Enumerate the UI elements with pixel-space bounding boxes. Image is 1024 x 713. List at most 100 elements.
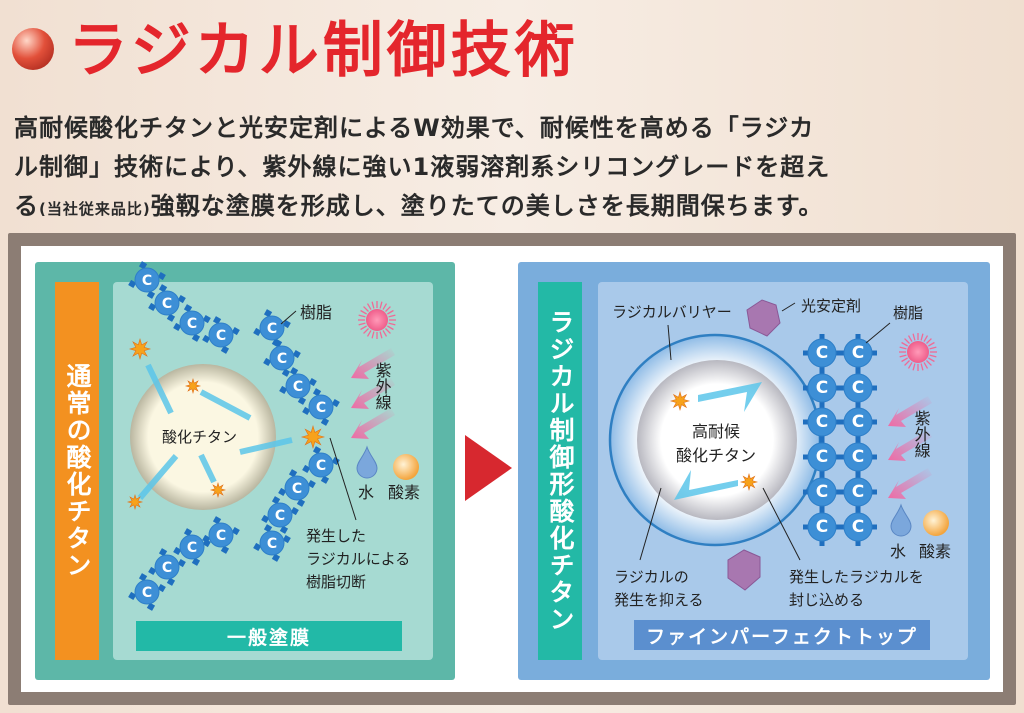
radical-spark-icon: [669, 390, 691, 412]
water-label: 水: [358, 483, 375, 502]
radical-spark-icon: [300, 424, 326, 450]
carbon-atom-icon: C: [128, 573, 166, 611]
carbon-atom-icon: C: [302, 446, 340, 484]
barrier-label: ラジカルバリヤー: [612, 303, 732, 321]
sun-uv-icon: [899, 333, 937, 371]
uv-label-right: 紫外線: [911, 410, 931, 458]
carbon-symbol: C: [292, 481, 302, 497]
carbon-symbol: C: [816, 447, 828, 467]
comparison-arrow-icon: [465, 435, 512, 501]
carbon-atom-icon: C: [803, 403, 841, 441]
right-caption-right: 発生したラジカルを封じ込める: [789, 566, 924, 612]
carbon-atom-icon: C: [803, 438, 841, 476]
uv-arrow-icon: [888, 396, 932, 427]
carbon-symbol: C: [852, 378, 864, 398]
carbon-symbol: C: [216, 528, 226, 544]
carbon-symbol: C: [852, 517, 864, 537]
resin-label-right: 樹脂: [893, 304, 924, 322]
carbon-symbol: C: [816, 343, 828, 363]
carbon-atom-icon: C: [839, 403, 877, 441]
stabilizer-label: 光安定剤: [801, 297, 862, 315]
left-bottom-label: 一般塗膜: [136, 621, 402, 651]
carbon-symbol: C: [816, 412, 828, 432]
carbon-symbol: C: [187, 540, 197, 556]
caption-line: ラジカルの: [614, 568, 689, 586]
carbon-symbol: C: [277, 351, 287, 367]
radical-spark-icon: [126, 493, 144, 511]
intro-line-2: ル制御」技術により、紫外線に強い1液弱溶剤系シリコングレードを超え: [14, 153, 831, 181]
carbon-atom-icon: C: [803, 473, 841, 511]
carbon-atom-icon: C: [148, 548, 186, 586]
particle-label: 酸化チタン: [162, 428, 238, 446]
carbon-symbol: C: [293, 379, 303, 395]
red-sphere-bullet-icon: [12, 28, 54, 70]
carbon-atom-icon: C: [279, 367, 317, 405]
carbon-symbol: C: [316, 458, 326, 474]
uv-arrow-icon: [351, 378, 395, 409]
uv-arrow-icon: [351, 408, 395, 439]
carbon-symbol: C: [267, 321, 277, 337]
intro-line-1: 高耐候酸化チタンと光安定剤によるW効果で、耐候性を高める「ラジカ: [14, 114, 815, 142]
water-label-right: 水: [890, 542, 907, 561]
left-side-label: 通常の酸化チタン: [55, 282, 99, 660]
carbon-atom-icon: C: [803, 508, 841, 546]
radical-spark-icon: [128, 337, 152, 361]
comparison-note: (当社従来品比): [39, 200, 151, 218]
left-caption-line: 発生した: [306, 527, 367, 545]
carbon-atom-icon: C: [173, 304, 211, 342]
right-caption-left: ラジカルの発生を抑える: [614, 566, 704, 612]
carbon-atom-icon: C: [302, 388, 340, 426]
carbon-symbol: C: [142, 273, 152, 289]
uv-arrow-icon: [888, 468, 932, 499]
oxygen-icon: [923, 510, 949, 536]
intro-line-3-start: る: [14, 192, 39, 220]
left-caption-line: ラジカルによる: [306, 550, 411, 568]
carbon-atom-icon: C: [128, 261, 166, 299]
carbon-symbol: C: [162, 560, 172, 576]
intro-line-3: る(当社従来品比)強靱な塗膜を形成し、塗りたての美しさを長期間保ちます。: [14, 186, 823, 221]
uv-arrow-icon: [351, 348, 395, 379]
oxygen-icon: [393, 454, 419, 480]
carbon-symbol: C: [216, 328, 226, 344]
carbon-atom-icon: C: [253, 524, 291, 562]
page-title: ラジカル制御技術: [68, 16, 579, 86]
radical-spark-icon: [739, 472, 759, 492]
carbon-atom-icon: C: [202, 316, 240, 354]
particle-line: 酸化チタン: [676, 446, 757, 465]
carbon-atom-icon: C: [278, 469, 316, 507]
carbon-atom-icon: C: [263, 339, 301, 377]
carbon-symbol: C: [852, 412, 864, 432]
carbon-symbol: C: [816, 482, 828, 502]
caption-line: 発生したラジカルを: [789, 568, 924, 586]
intro-line-3-end: 強靱な塗膜を形成し、塗りたての美しさを長期間保ちます。: [150, 192, 824, 220]
carbon-symbol: C: [267, 536, 277, 552]
carbon-atom-icon: C: [202, 516, 240, 554]
carbon-symbol: C: [162, 296, 172, 312]
radical-rays: [137, 363, 293, 500]
carbon-symbol: C: [316, 400, 326, 416]
carbon-atom-icon: C: [261, 496, 299, 534]
carbon-atom-icon: C: [839, 369, 877, 407]
particle-label-right: 高耐候酸化チタン: [676, 420, 756, 468]
carbon-atom-icon: C: [839, 508, 877, 546]
carbon-atom-icon: C: [173, 528, 211, 566]
carbon-atom-icon: C: [148, 284, 186, 322]
caption-line: 発生を抑える: [614, 591, 704, 609]
carbon-symbol: C: [852, 447, 864, 467]
carbon-atom-icon: C: [803, 369, 841, 407]
carbon-atom-icon: C: [839, 334, 877, 372]
carbon-symbol: C: [142, 585, 152, 601]
uv-arrow-icon: [888, 430, 932, 461]
left-caption: 発生したラジカルによる樹脂切断: [306, 525, 410, 594]
radical-spark-icon: [184, 377, 202, 395]
resin-label: 樹脂: [300, 303, 333, 322]
sun-uv-icon: [358, 301, 396, 339]
water-drop-icon: [356, 445, 378, 479]
left-caption-line: 樹脂切断: [306, 573, 367, 591]
radical-spark-icon: [209, 481, 227, 499]
water-drop-icon: [890, 503, 912, 537]
